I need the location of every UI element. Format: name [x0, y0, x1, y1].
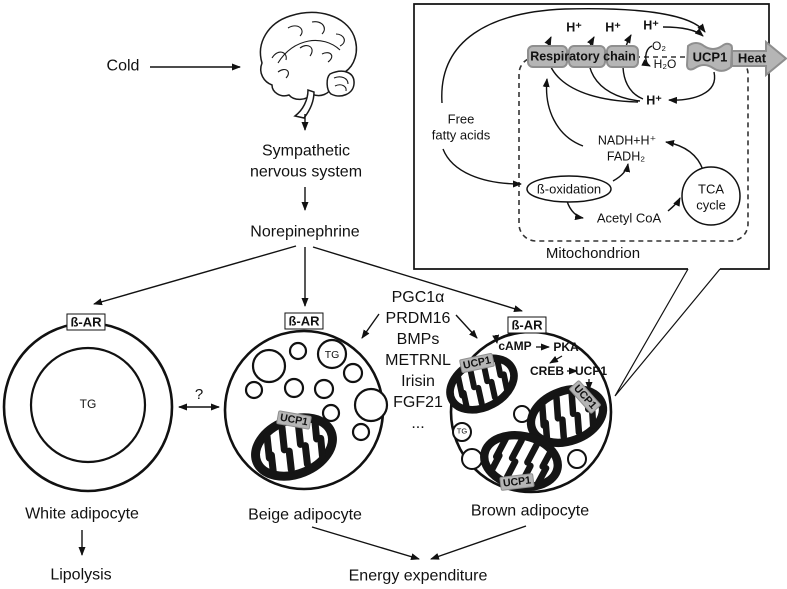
- browning-factors-list: PGC1α PRDM16 BMPs METRNL Irisin FGF21 ..…: [385, 287, 451, 434]
- proton-to-ucp1-arrow: [662, 26, 704, 37]
- o2-label: O₂: [652, 38, 666, 53]
- pathway-arrows: [78, 63, 527, 561]
- brown-signaling-arrows: [492, 332, 593, 391]
- beige-beta-ar-receptor: ß-AR: [284, 312, 324, 330]
- heat-label: Heat: [737, 50, 767, 66]
- ffa-to-betaox-arrow: [442, 148, 522, 188]
- sns-label-line1: Sympathetic: [261, 142, 351, 160]
- brown-adipocyte-label: Brown adipocyte: [470, 502, 590, 520]
- h-plus-label-1: H⁺: [566, 20, 582, 35]
- fadh2-label: FADH₂: [606, 149, 646, 164]
- ne-to-brown-arrow: [312, 246, 523, 313]
- factor-item: PGC1α: [391, 289, 445, 306]
- inset-callout-lines: [614, 268, 721, 397]
- cold-label: Cold: [106, 57, 140, 75]
- acetyl-coa-label: Acetyl CoA: [596, 210, 662, 226]
- beige-adipocyte-cell: [223, 329, 389, 489]
- beige-to-energy-arrow: [311, 526, 420, 561]
- nadh-to-chain-arrow: [542, 78, 584, 147]
- sns-label-line2: nervous system: [249, 163, 363, 181]
- ucp1-proton-return-arrow: [668, 71, 716, 104]
- ucp1-channel-label: UCP1: [692, 49, 728, 65]
- brown-tg-label: TG: [456, 426, 468, 436]
- tca-label-line1: TCA: [698, 181, 724, 197]
- ffa-label-line2: fatty acids: [431, 127, 491, 143]
- tca-cycle-circle: [681, 166, 741, 226]
- h-plus-label-matrix: H⁺: [646, 93, 662, 108]
- factor-item: ...: [411, 415, 425, 432]
- norepinephrine-label: Norepinephrine: [250, 223, 360, 241]
- white-adipocyte-label: White adipocyte: [25, 505, 139, 523]
- brown-adipocyte-cell: [441, 330, 611, 493]
- pka-to-creb-arrow: [549, 355, 563, 364]
- bar-to-camp-arrow: [492, 332, 514, 344]
- factor-item: BMPs: [396, 331, 440, 348]
- ffa-label-line1: Free: [447, 111, 475, 127]
- white-beta-ar-receptor: ß-AR: [66, 313, 106, 331]
- white-tg-label: TG: [79, 396, 97, 411]
- camp-label: cAMP: [498, 338, 532, 353]
- white-adipocyte-cell: [2, 321, 174, 493]
- factor-item: Irisin: [401, 373, 435, 390]
- factor-item: FGF21: [393, 394, 443, 411]
- brown-to-energy-arrow: [430, 525, 527, 560]
- factor-item: PRDM16: [385, 310, 451, 327]
- inner-membrane-dashed: [518, 56, 749, 242]
- beige-lipid-droplets: [244, 338, 389, 442]
- factors-to-brown-arrow: [455, 314, 478, 339]
- mitochondrion-label: Mitochondrion: [545, 245, 641, 263]
- respiratory-chain-complexes: [527, 39, 787, 78]
- ffa-activates-ucp1-arrow: [441, 8, 706, 104]
- proton-pump-arrow-3: [622, 34, 644, 100]
- respiratory-chain-label: Respiratory chain: [530, 49, 636, 64]
- brain-illustration: [259, 11, 358, 119]
- acetyl-to-tca-arrow: [667, 197, 681, 212]
- brown-lipid-droplets: [452, 405, 587, 470]
- factor-item: METRNL: [385, 352, 451, 369]
- betaox-to-acetyl-arrow: [566, 200, 584, 221]
- beige-adipocyte-label: Beige adipocyte: [248, 506, 362, 524]
- beta-oxidation-ellipse: [526, 175, 612, 203]
- energy-expenditure-label: Energy expenditure: [348, 567, 488, 585]
- beige-tg-label: TG: [324, 348, 340, 361]
- betaox-to-fadh2-arrow: [612, 163, 631, 182]
- lipolysis-label: Lipolysis: [50, 566, 112, 584]
- o2-to-h2o-arrow: [641, 45, 653, 67]
- ucp1-gene-label: UCP1: [574, 363, 608, 378]
- h-plus-label-3: H⁺: [643, 18, 659, 33]
- h2o-label: H₂O: [653, 56, 677, 71]
- mitochondrion-inset-box: [413, 3, 770, 397]
- pka-label: PKA: [553, 339, 579, 354]
- h-plus-label-2: H⁺: [605, 20, 621, 35]
- interconversion-question-label: ?: [194, 386, 204, 404]
- nadh-label: NADH+H⁺: [597, 133, 657, 148]
- tca-to-nadh-arrow: [665, 140, 704, 171]
- heat-arrow-shape: [731, 39, 787, 78]
- beta-oxidation-label: ß-oxidation: [536, 181, 602, 197]
- tca-label-line2: cycle: [696, 197, 726, 213]
- brown-beta-ar-receptor: ß-AR: [507, 316, 547, 334]
- creb-label: CREB: [529, 363, 565, 378]
- factors-to-beige-arrow: [361, 313, 380, 339]
- ne-to-white-arrow: [93, 245, 297, 306]
